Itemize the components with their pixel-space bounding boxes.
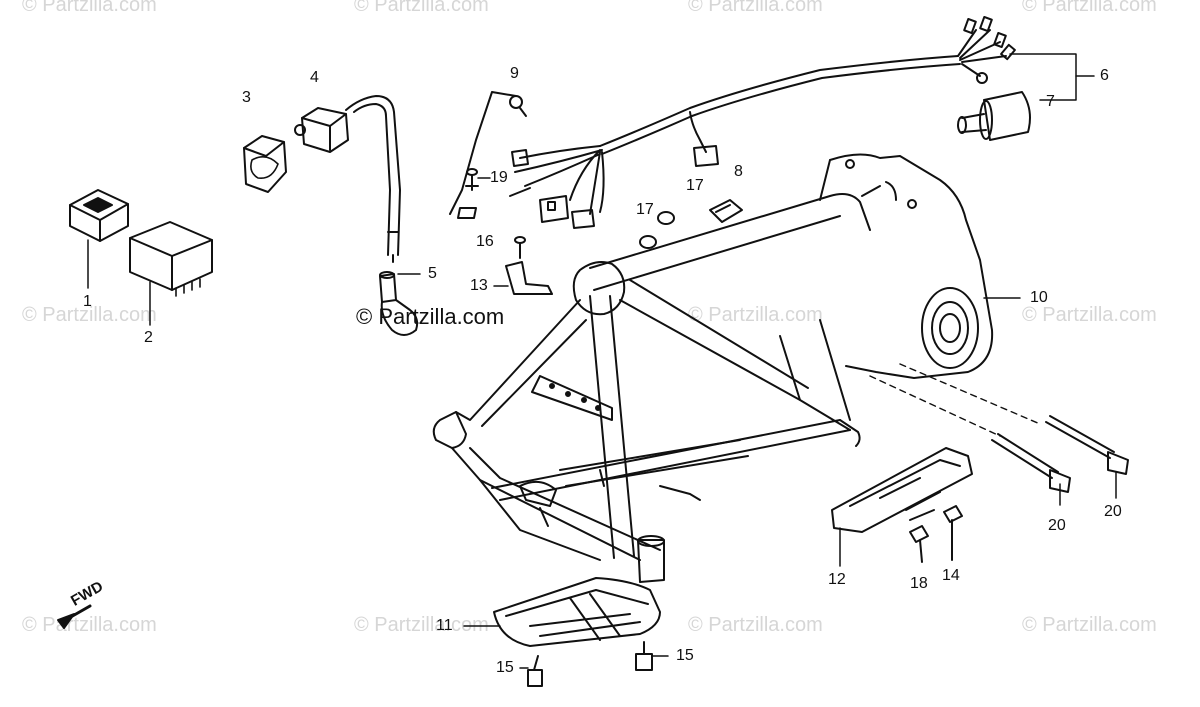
part-15-bolt	[519, 655, 543, 687]
callout-7: 7	[1046, 93, 1055, 110]
part-13-bracket	[505, 261, 553, 295]
part-6-wire-harness	[509, 15, 1016, 229]
watermark: © Partzilla.com	[22, 0, 157, 16]
part-9-rod	[449, 91, 527, 219]
callout-15: 15	[676, 647, 694, 664]
watermark: © Partzilla.com	[22, 304, 157, 326]
callout-13: 13	[470, 277, 488, 294]
part-20-bolt	[991, 433, 1071, 506]
part-4-ignition-coil	[294, 95, 401, 263]
callout-17: 17	[686, 177, 704, 194]
part-14-bolt	[943, 505, 963, 561]
callout-11: 11	[436, 617, 453, 634]
watermark: © Partzilla.com	[354, 614, 489, 636]
watermark: © Partzilla.com	[688, 614, 823, 636]
callout-6: 6	[1100, 67, 1109, 84]
callout-15: 15	[496, 659, 514, 676]
watermark: © Partzilla.com	[22, 614, 157, 636]
part-16-screw	[514, 236, 526, 259]
callout-9: 9	[510, 65, 519, 82]
part-3-mount	[243, 135, 287, 193]
callout-20: 20	[1048, 517, 1066, 534]
part-10-frame	[432, 153, 994, 583]
part-8-grommet	[709, 199, 743, 223]
part-18-bolt	[909, 525, 929, 563]
center-watermark: © Partzilla.com	[356, 304, 505, 329]
centerline	[869, 363, 1041, 437]
part-17-nut	[639, 211, 675, 249]
part-15-bolt	[635, 641, 669, 671]
part-19-bolt	[465, 168, 479, 191]
part-2-relay	[129, 221, 213, 297]
part-12-skid-plate	[831, 447, 973, 533]
callout-1: 1	[83, 293, 92, 310]
watermark: © Partzilla.com	[1022, 304, 1157, 326]
watermark: © Partzilla.com	[688, 0, 823, 16]
callout-10: 10	[1030, 289, 1048, 306]
callout-12: 12	[828, 571, 846, 588]
part-7-boot	[957, 91, 1031, 141]
fwd-arrow-icon	[57, 604, 92, 629]
watermark: © Partzilla.com	[1022, 614, 1157, 636]
callout-19: 19	[490, 169, 508, 186]
leader-bracket	[1009, 53, 1077, 101]
callout-8: 8	[734, 163, 743, 180]
callout-17: 17	[636, 201, 654, 218]
watermark: © Partzilla.com	[688, 304, 823, 326]
part-11-skid-plate	[493, 577, 661, 647]
callout-20: 20	[1104, 503, 1122, 520]
callout-4: 4	[310, 69, 319, 86]
part-20-bolt	[1045, 415, 1129, 499]
part-5-plug-cap	[379, 271, 419, 336]
callout-14: 14	[942, 567, 960, 584]
callout-16: 16	[476, 233, 494, 250]
callout-2: 2	[144, 329, 153, 346]
callout-3: 3	[242, 89, 251, 106]
part-1-connector	[69, 189, 129, 242]
watermark: © Partzilla.com	[354, 0, 489, 16]
callout-5: 5	[428, 265, 437, 282]
callout-18: 18	[910, 575, 928, 592]
watermark: © Partzilla.com	[1022, 0, 1157, 16]
